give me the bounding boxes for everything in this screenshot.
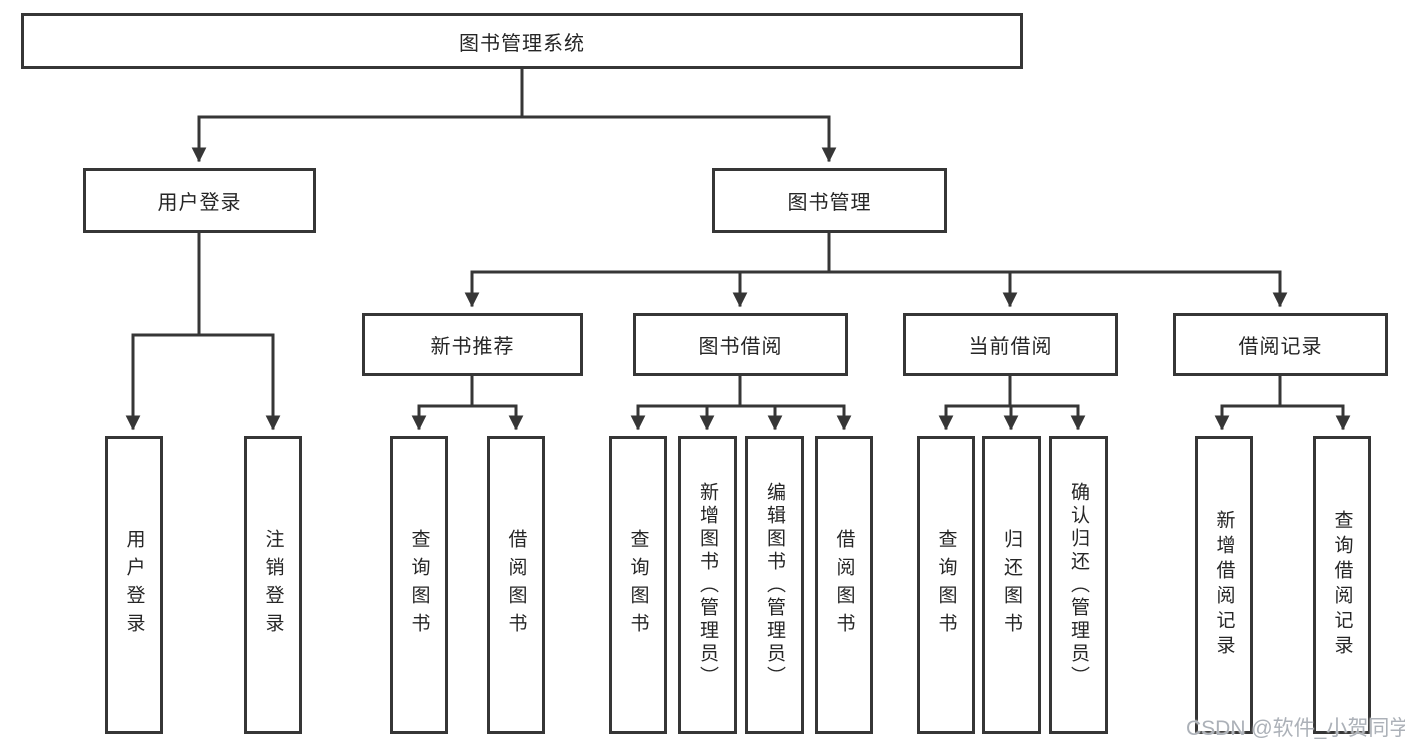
node-root-library-system: 图书管理系统 xyxy=(21,13,1023,69)
leaf-confirm-return-admin: 确认归还（管理员） xyxy=(1049,436,1108,734)
leaf-label: 查询图书 xyxy=(408,529,430,641)
leaf-return-books: 归还图书 xyxy=(982,436,1041,734)
leaf-query-borrow-record: 查询借阅记录 xyxy=(1313,436,1371,734)
leaf-label: 用户登录 xyxy=(123,529,145,641)
node-label: 新书推荐 xyxy=(430,336,515,358)
leaf-label: 查询图书 xyxy=(935,529,957,641)
leaf-label: 新增借阅记录 xyxy=(1213,510,1235,660)
node-user-login-branch: 用户登录 xyxy=(83,168,316,233)
node-label: 图书管理系统 xyxy=(459,32,585,55)
leaf-query-books-2: 查询图书 xyxy=(609,436,667,734)
leaf-edit-book-admin: 编辑图书（管理员） xyxy=(745,436,804,734)
leaf-label: 新增图书（管理员） xyxy=(697,481,718,689)
leaf-label: 归还图书 xyxy=(1001,529,1022,641)
leaf-query-books-3: 查询图书 xyxy=(917,436,975,734)
node-borrow-records: 借阅记录 xyxy=(1173,313,1388,376)
leaf-label: 编辑图书（管理员） xyxy=(764,481,785,689)
leaf-label: 借阅图书 xyxy=(833,529,855,641)
node-label: 用户登录 xyxy=(157,192,242,214)
leaf-query-books-1: 查询图书 xyxy=(390,436,448,734)
node-book-borrowing: 图书借阅 xyxy=(633,313,848,376)
leaf-label: 确认归还（管理员） xyxy=(1068,481,1089,689)
csdn-watermark: CSDN @软件_小贺同学 xyxy=(1186,717,1405,740)
node-label: 借阅记录 xyxy=(1238,336,1323,358)
node-current-borrowing: 当前借阅 xyxy=(903,313,1118,376)
leaf-label: 借阅图书 xyxy=(505,529,527,641)
leaf-borrow-books-1: 借阅图书 xyxy=(487,436,545,734)
leaf-add-book-admin: 新增图书（管理员） xyxy=(678,436,737,734)
leaf-add-borrow-record: 新增借阅记录 xyxy=(1195,436,1253,734)
leaf-label: 查询借阅记录 xyxy=(1331,510,1353,660)
node-label: 图书管理 xyxy=(787,192,872,214)
node-book-management-branch: 图书管理 xyxy=(712,168,947,233)
node-label: 当前借阅 xyxy=(968,336,1053,358)
leaf-logout: 注销登录 xyxy=(244,436,302,734)
node-new-book-recommend: 新书推荐 xyxy=(362,313,583,376)
leaf-label: 查询图书 xyxy=(627,529,649,641)
leaf-borrow-books-2: 借阅图书 xyxy=(815,436,873,734)
node-label: 图书借阅 xyxy=(698,336,783,358)
leaf-user-login: 用户登录 xyxy=(105,436,163,734)
leaf-label: 注销登录 xyxy=(262,529,284,641)
